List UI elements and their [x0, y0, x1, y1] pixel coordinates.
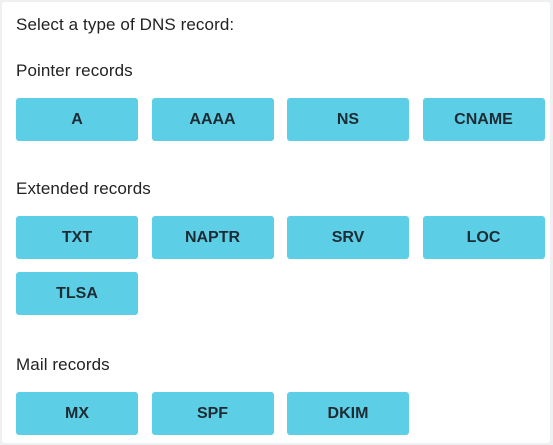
section-title-mail-records: Mail records	[16, 355, 110, 374]
record-type-button-mx[interactable]: MX	[16, 392, 138, 435]
record-type-button-loc[interactable]: LOC	[422, 216, 545, 259]
record-type-button-srv[interactable]: SRV	[287, 216, 409, 259]
extended-records-group: TXT NAPTR SRV LOC TLSA	[16, 216, 545, 315]
record-type-button-ns[interactable]: NS	[287, 98, 409, 141]
record-type-button-cname[interactable]: CNAME	[422, 98, 545, 141]
record-type-button-naptr[interactable]: NAPTR	[151, 216, 274, 259]
record-type-button-dkim[interactable]: DKIM	[287, 392, 409, 435]
record-type-button-spf[interactable]: SPF	[151, 392, 274, 435]
mail-records-group: MX SPF DKIM	[16, 392, 545, 435]
record-type-button-tlsa[interactable]: TLSA	[16, 272, 138, 315]
record-type-button-aaaa[interactable]: AAAA	[151, 98, 274, 141]
record-type-button-a[interactable]: A	[16, 98, 138, 141]
record-type-button-txt[interactable]: TXT	[16, 216, 138, 259]
prompt-label: Select a type of DNS record:	[16, 15, 235, 34]
pointer-records-group: A AAAA NS CNAME	[16, 98, 545, 141]
section-title-pointer-records: Pointer records	[16, 61, 133, 80]
section-title-extended-records: Extended records	[16, 179, 151, 198]
